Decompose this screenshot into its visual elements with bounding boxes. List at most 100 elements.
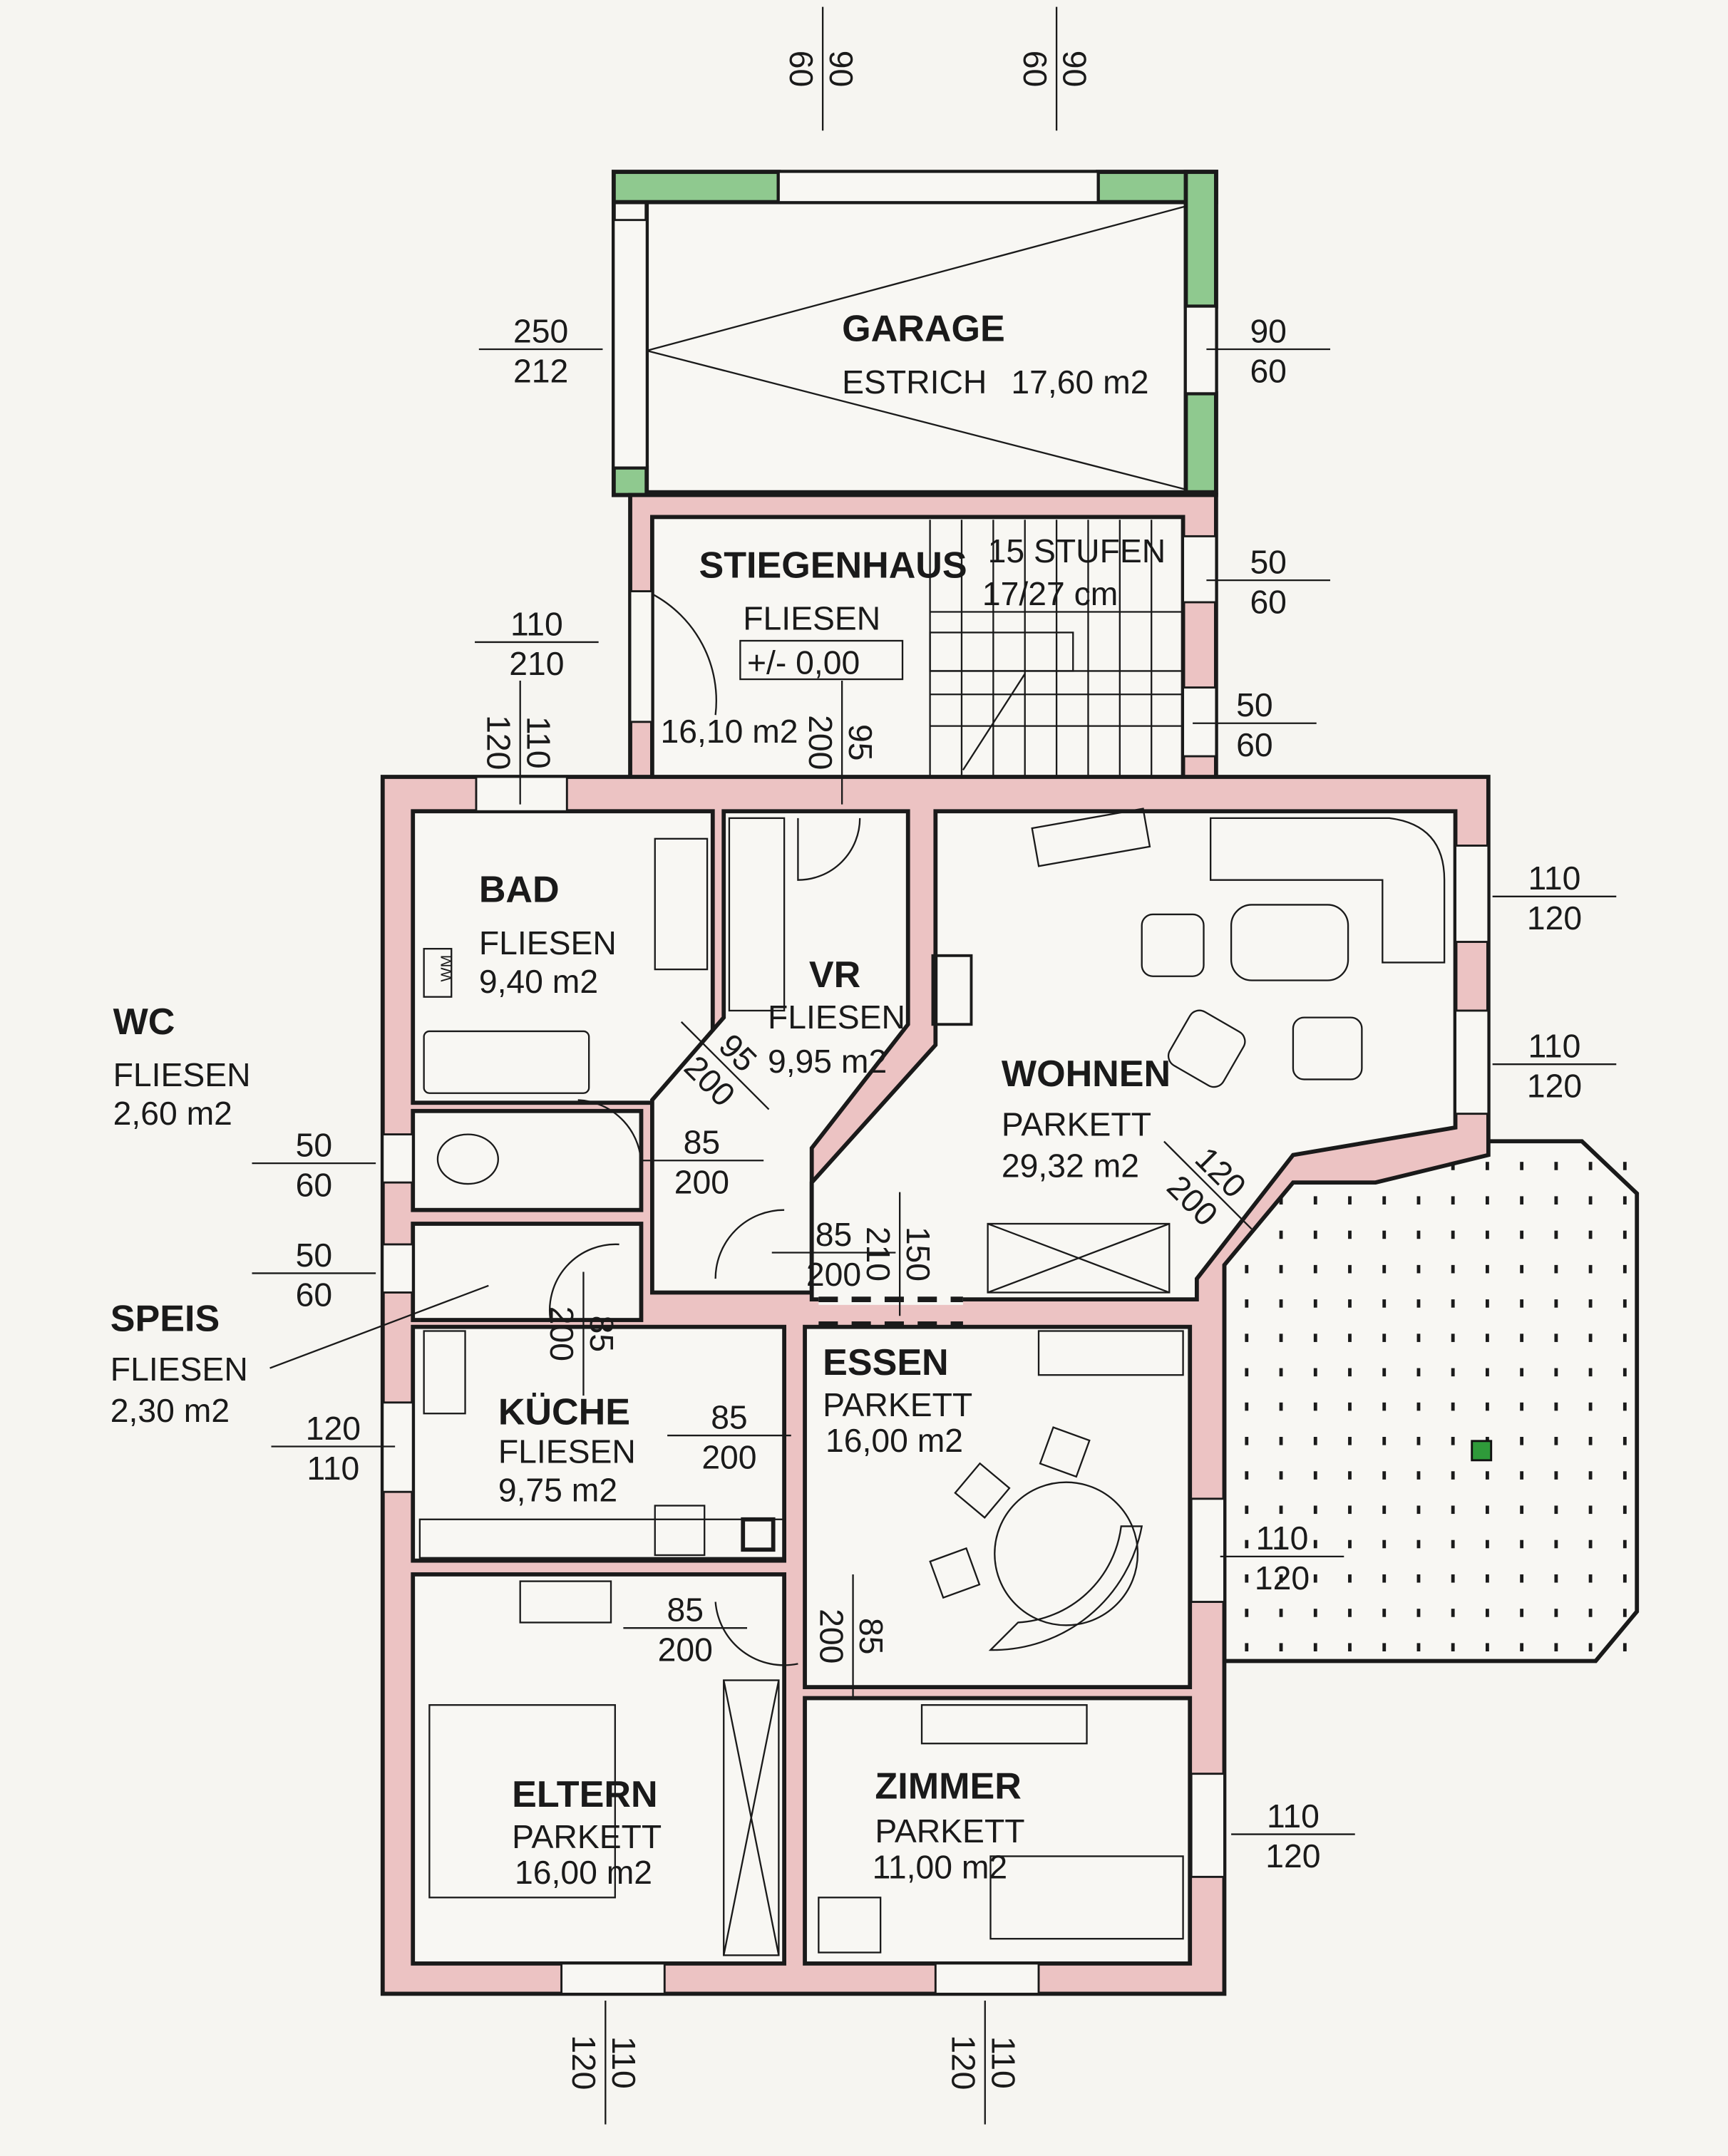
- area-essen: 16,00 m2: [826, 1422, 963, 1459]
- dimension-bottom: 120: [1527, 899, 1582, 937]
- main-house: [380, 775, 1491, 1996]
- room-name-eltern: ELTERN: [512, 1774, 657, 1815]
- dimension-top: 110: [984, 2036, 1022, 2089]
- dimension-top: 85: [684, 1124, 720, 1161]
- tile-mark: [1588, 1505, 1593, 1515]
- tile-mark: [1348, 1402, 1352, 1411]
- tile-mark: [1416, 1196, 1421, 1205]
- kitchen-counter: [418, 1518, 786, 1559]
- tile-mark: [1382, 1334, 1387, 1342]
- dimension-bottom: 200: [806, 1256, 861, 1293]
- tile-mark: [1486, 1334, 1489, 1342]
- tile-mark: [1313, 1230, 1317, 1239]
- tile-mark: [1382, 1299, 1387, 1308]
- tile-mark: [1451, 1402, 1455, 1411]
- tile-mark: [1382, 1609, 1387, 1617]
- dimension-top: 95: [842, 724, 879, 760]
- dimension-bottom: 200: [813, 1609, 850, 1664]
- tile-mark: [1245, 1643, 1249, 1651]
- tile-mark: [1382, 1574, 1387, 1583]
- tile-mark: [1451, 1437, 1455, 1445]
- tile-mark: [1313, 1368, 1317, 1377]
- tile-mark: [1313, 1505, 1317, 1515]
- tile-mark: [1622, 1505, 1627, 1515]
- tile-mark: [1520, 1539, 1524, 1549]
- floor-eltern: PARKETT: [512, 1818, 662, 1855]
- room-name-stiegenhaus: STIEGENHAUS: [699, 545, 967, 586]
- dimension-bottom: 120: [1255, 1559, 1310, 1597]
- dimension-top: 90: [1056, 51, 1094, 88]
- tile-mark: [1382, 1196, 1387, 1205]
- dining-table: [994, 1481, 1139, 1626]
- tile-mark: [1313, 1471, 1317, 1480]
- tile-mark: [1348, 1471, 1352, 1480]
- tile-mark: [1313, 1299, 1317, 1308]
- room-name-zimmer: ZIMMER: [875, 1765, 1021, 1807]
- tile-mark: [1588, 1402, 1593, 1411]
- tile-mark: [1451, 1299, 1455, 1308]
- room-name-speis: SPEIS: [110, 1298, 220, 1339]
- tile-mark: [1279, 1471, 1283, 1480]
- tile-mark: [1554, 1609, 1558, 1617]
- tile-mark: [1588, 1230, 1593, 1239]
- dimension-bottom: 60: [783, 51, 820, 88]
- dimension-bottom: 200: [658, 1631, 713, 1668]
- tile-mark: [1486, 1264, 1489, 1274]
- dimension-top: 110: [1256, 1520, 1309, 1557]
- dimension-top: 90: [1250, 312, 1287, 349]
- tile-mark: [1279, 1505, 1283, 1515]
- tile-mark: [1416, 1368, 1421, 1377]
- area-speis: 2,30 m2: [110, 1392, 230, 1429]
- room-labels: GARAGE ESTRICH 17,60 m2 STIEGENHAUS FLIE…: [110, 308, 1171, 1891]
- floor-speis: FLIESEN: [110, 1351, 248, 1388]
- tile-mark: [1313, 1539, 1317, 1549]
- room-name-bad: BAD: [479, 870, 560, 911]
- tile-mark: [1451, 1574, 1455, 1583]
- area-bad: 9,40 m2: [479, 963, 598, 1000]
- tile-mark: [1348, 1574, 1352, 1583]
- tile-mark: [1313, 1609, 1317, 1617]
- tile-mark: [1622, 1539, 1627, 1549]
- tile-mark: [1486, 1574, 1489, 1583]
- tile-mark: [1382, 1437, 1387, 1445]
- tile-mark: [1554, 1264, 1558, 1274]
- dimension-bottom: 60: [296, 1166, 333, 1203]
- tile-mark: [1486, 1299, 1489, 1308]
- tile-mark: [1279, 1196, 1283, 1205]
- tile-mark: [1622, 1643, 1627, 1651]
- fireplace: [931, 954, 973, 1026]
- tile-mark: [1348, 1230, 1352, 1239]
- dimension-top: 50: [1250, 543, 1287, 580]
- tile-mark: [1554, 1230, 1558, 1239]
- room-name-vr: VR: [809, 954, 860, 996]
- washing-machine: [423, 947, 453, 998]
- tile-mark: [1554, 1437, 1558, 1445]
- windows: [381, 170, 1490, 1995]
- tile-mark: [1348, 1609, 1352, 1617]
- dimension-bottom: 120: [1265, 1837, 1320, 1874]
- tile-mark: [1451, 1368, 1455, 1377]
- dimension-bottom: 212: [513, 352, 568, 389]
- tile-mark: [1622, 1162, 1627, 1170]
- dimension-top: 50: [296, 1126, 333, 1163]
- tile-mark: [1622, 1437, 1627, 1445]
- coffee-table: [1230, 904, 1349, 981]
- tile-mark: [1451, 1471, 1455, 1480]
- tile-mark: [1279, 1368, 1283, 1377]
- tile-mark: [1245, 1299, 1249, 1308]
- tile-mark: [1622, 1609, 1627, 1617]
- floor-kueche: FLIESEN: [498, 1433, 636, 1470]
